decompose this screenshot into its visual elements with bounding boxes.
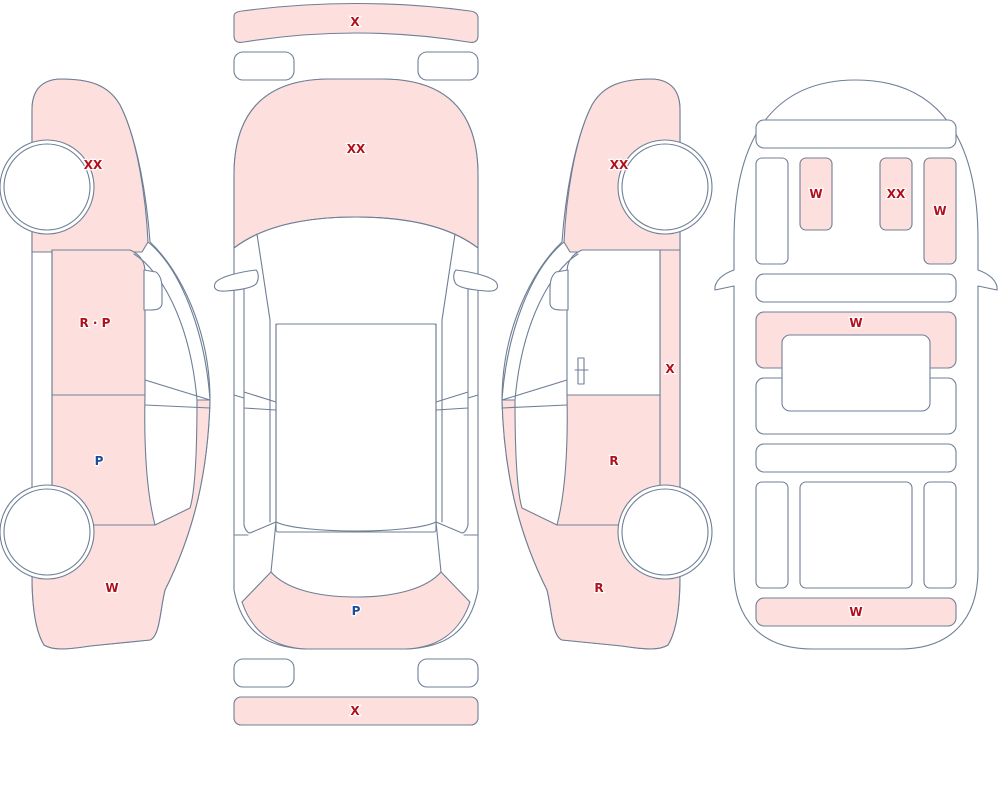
rear-left-light [233, 658, 295, 688]
inner-panel-left[interactable] [799, 157, 833, 231]
left-rear-wheel [0, 484, 95, 580]
label-rear-bumper: X [350, 704, 360, 718]
inner-panel-center[interactable] [879, 157, 913, 231]
label-inner-panel-left: W [809, 187, 822, 201]
label-right-rear-quarter: R [594, 581, 603, 595]
right-front-door [566, 249, 661, 396]
top-right-mirror [453, 269, 499, 292]
left-side-view [0, 78, 211, 650]
right-rear-wheel [617, 484, 713, 580]
rear-right-light [417, 658, 479, 688]
right-door-handle [574, 357, 589, 385]
label-left-rear-quarter: W [105, 581, 118, 595]
front-bumper-panel[interactable] [233, 2, 479, 43]
left-front-wheel [0, 139, 95, 235]
left-front-door-panel[interactable] [51, 249, 146, 396]
label-front-bumper: X [350, 15, 360, 29]
frame-cross-member-rear [755, 443, 957, 473]
frame-rear-floor [799, 481, 913, 589]
top-left-pillar [233, 394, 249, 536]
front-left-light [233, 51, 295, 81]
label-left-front-door: R · P [80, 316, 111, 330]
inner-panel-right[interactable] [923, 157, 957, 265]
roof [275, 323, 437, 533]
label-right-rocker: X [665, 362, 675, 376]
front-right-light [417, 51, 479, 81]
label-cross-member-mid: W [849, 316, 862, 330]
top-view [213, 2, 499, 726]
frame-front-rail [755, 119, 957, 149]
label-right-front-fender: XX [610, 158, 629, 172]
label-inner-panel-center: XX [887, 187, 906, 201]
label-inner-panel-right: W [933, 204, 946, 218]
label-cross-member-rear: W [849, 605, 862, 619]
cross-member-rear-panel[interactable] [755, 597, 957, 627]
left-window-frame [133, 241, 211, 409]
label-left-front-fender: XX [84, 158, 103, 172]
frame-center-tunnel [781, 334, 931, 412]
left-mirror [143, 269, 163, 311]
roof-outline [275, 323, 437, 532]
right-window-frame [501, 241, 579, 409]
frame-rear-right [923, 481, 957, 589]
frame-view [714, 79, 998, 650]
right-rear-quarter-panel[interactable] [501, 399, 681, 650]
damage-labels: XX R · P P W X XX P X XX X R R W XX W W … [78, 14, 948, 720]
windshield [233, 216, 479, 321]
label-hood: XX [347, 142, 366, 156]
rear-bumper-panel[interactable] [233, 696, 479, 726]
right-front-wheel [617, 139, 713, 235]
left-rear-quarter-panel[interactable] [31, 399, 211, 650]
right-rocker-panel[interactable] [659, 249, 681, 526]
frame-rear-left [755, 481, 789, 589]
frame-left-pillar [755, 157, 789, 265]
top-left-mirror [213, 269, 259, 292]
right-side-view [501, 78, 713, 650]
rear-window [270, 521, 442, 573]
right-side-glass [435, 284, 469, 534]
frame-cross-member-front [755, 273, 957, 303]
label-right-rear-door: R [609, 454, 618, 468]
top-right-pillar [463, 394, 479, 536]
label-left-rear-door: P [95, 454, 104, 468]
left-side-glass [243, 284, 277, 534]
label-trunk: P [352, 604, 361, 618]
trunk-panel[interactable] [241, 571, 471, 650]
right-mirror [549, 269, 569, 311]
